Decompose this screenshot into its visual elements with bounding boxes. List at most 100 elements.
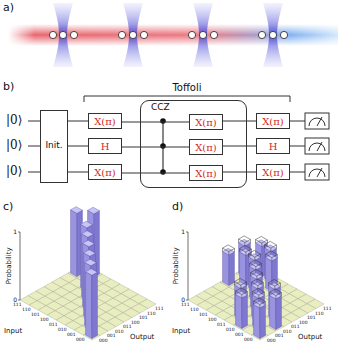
bar-face	[86, 272, 92, 339]
axis-tick: 011	[123, 325, 132, 330]
ideal-bar	[270, 289, 282, 296]
axis-title: Probability	[173, 247, 181, 284]
axis-title: Probability	[5, 247, 13, 284]
ideal-bar	[245, 252, 246, 255]
axis-tick: 101	[307, 316, 316, 321]
ideal-bar	[223, 245, 235, 252]
bar-face	[242, 295, 248, 329]
ideal-bar	[264, 245, 265, 248]
gate-box: X(π)	[88, 113, 122, 129]
meter-box	[305, 138, 329, 154]
bar-face	[236, 294, 242, 328]
ideal-bar	[235, 291, 236, 294]
ideal-bar	[250, 239, 251, 242]
bar-charts	[18, 207, 324, 340]
qubit-wire	[223, 121, 256, 122]
ideal-bar	[259, 305, 260, 308]
bar-top	[85, 259, 97, 266]
ideal-bar	[239, 236, 251, 243]
ideal-bar	[262, 273, 263, 276]
region-label: CCZ	[151, 103, 170, 113]
panel-label: b)	[3, 81, 14, 93]
ideal-bar	[238, 239, 239, 242]
ideal-bar	[252, 292, 253, 295]
qubit-wire	[68, 146, 88, 147]
ideal-bar	[249, 250, 261, 257]
bar-face	[254, 304, 260, 338]
axis-tick: 111	[13, 303, 22, 308]
axis-title: Output	[130, 334, 154, 342]
axis-title: Output	[298, 334, 322, 342]
axis-tick: 100	[208, 318, 217, 323]
axis-tick: 010	[283, 330, 292, 335]
axis-tick: 001	[235, 333, 244, 338]
ideal-bar	[276, 245, 277, 248]
gate-label: H	[101, 141, 110, 152]
ideal-bar	[241, 295, 242, 298]
axis-tick: 1	[181, 229, 185, 236]
qubit-wire	[68, 121, 88, 122]
control-dot	[160, 169, 166, 175]
ideal-bar	[265, 301, 266, 304]
qubit-wire	[223, 172, 256, 173]
ion	[140, 31, 147, 38]
laser-focus	[53, 3, 283, 67]
axis-title: Input	[172, 328, 190, 336]
gate-box: X(π)	[256, 164, 290, 180]
axis-tick: 100	[131, 321, 140, 326]
ion	[59, 31, 66, 38]
bar-face	[92, 272, 98, 338]
laser-beam	[8, 24, 338, 46]
ideal-bar	[269, 279, 281, 286]
bar-top	[83, 240, 95, 247]
gate-box: H	[88, 138, 122, 154]
ideal-bar	[256, 236, 268, 243]
bar-top	[71, 207, 83, 214]
axis-tick	[18, 232, 20, 233]
qubit-wire	[68, 172, 88, 173]
axis-tick: 000	[267, 339, 276, 344]
axis-tick: 011	[49, 323, 58, 328]
bar-face	[223, 251, 229, 285]
axis-tick	[186, 300, 188, 301]
ion	[210, 31, 217, 38]
panel-label: d)	[172, 201, 183, 213]
ideal-bar	[277, 254, 278, 257]
gate-label: H	[269, 141, 278, 152]
meter-box	[305, 113, 329, 129]
qubit-wire	[122, 147, 189, 148]
gate-label: X(π)	[94, 116, 116, 127]
meter-needle	[317, 142, 322, 151]
bracket-label: Toffoli	[172, 82, 201, 93]
ideal-bar	[249, 263, 250, 266]
bar-top	[82, 231, 94, 238]
axis-tick: 101	[139, 316, 148, 321]
ideal-bar	[281, 292, 282, 295]
gate-label: X(π)	[195, 117, 217, 128]
bar-chart	[186, 232, 324, 340]
gate-label: X(π)	[262, 167, 284, 178]
meter-arc	[309, 118, 325, 126]
bar-face	[71, 210, 77, 277]
ideal-bar	[250, 273, 251, 276]
ion	[129, 31, 136, 38]
meter-needle	[317, 168, 322, 177]
gate-box: H	[256, 138, 290, 154]
bar-top	[81, 221, 93, 228]
ion	[49, 31, 56, 38]
ion-chain	[49, 31, 287, 38]
axis-tick: 001	[67, 333, 76, 338]
ideal-bar	[268, 283, 269, 286]
gate-label: X(π)	[94, 167, 116, 178]
ccz-region: CCZX(π)X(π)X(π)	[140, 100, 247, 188]
bar-top	[86, 269, 98, 276]
bar-face	[260, 305, 266, 339]
ideal-bar	[261, 243, 262, 246]
axis-tick: 111	[155, 307, 164, 312]
gate-box: X(π)	[189, 114, 223, 130]
meter-arc	[309, 143, 325, 151]
axis-tick: 000	[99, 339, 108, 344]
gate-label: X(π)	[195, 142, 217, 153]
ideal-bar	[280, 283, 281, 286]
ideal-bar	[254, 298, 266, 305]
